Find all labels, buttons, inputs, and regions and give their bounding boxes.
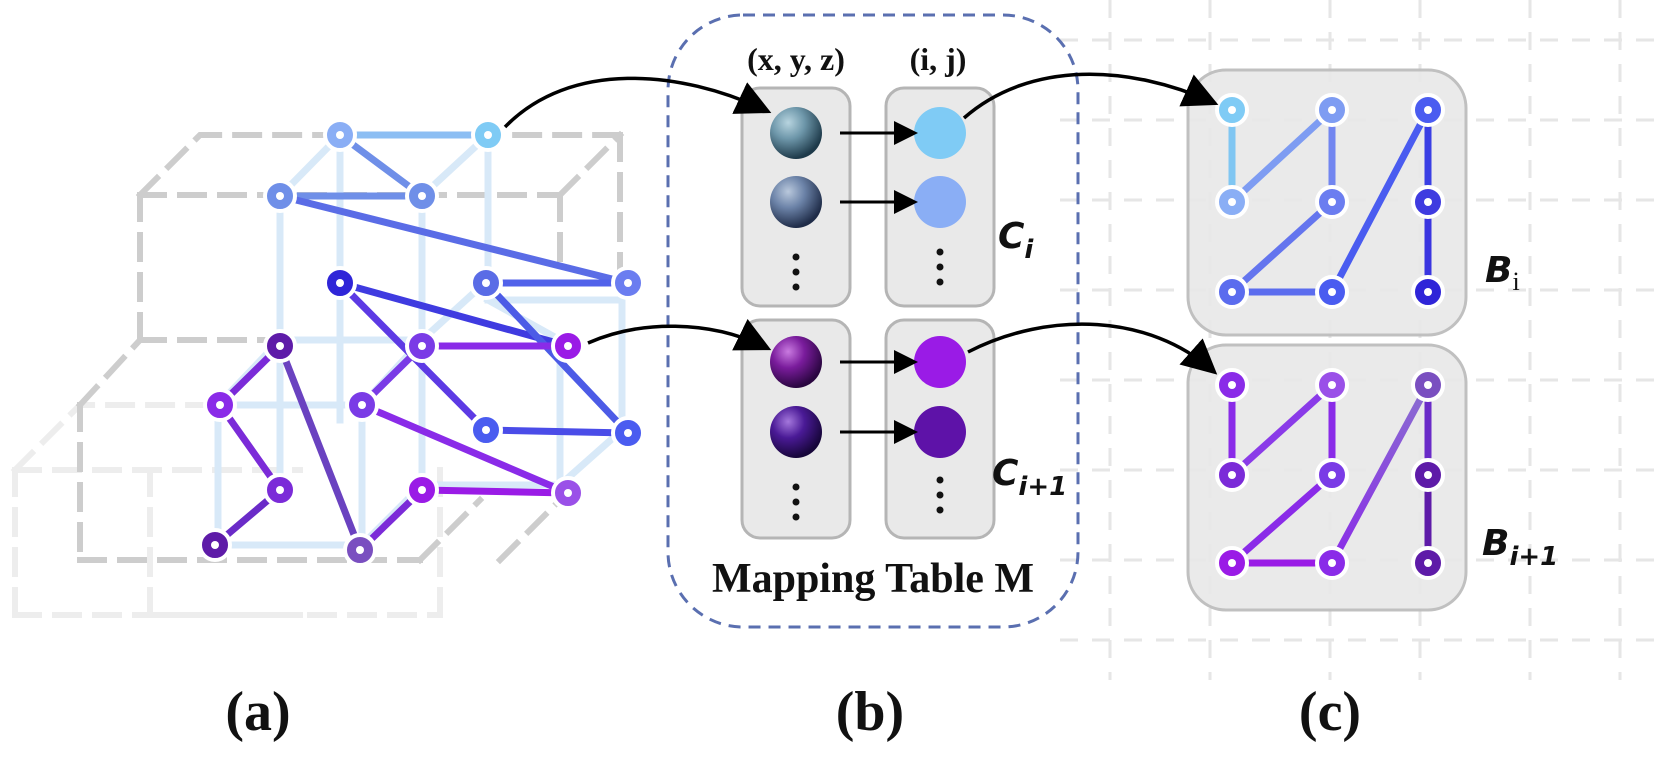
ellipsis-icon <box>792 483 800 521</box>
point-sphere <box>770 176 822 228</box>
pixel-dot <box>914 336 966 388</box>
arrow-icon <box>967 322 1218 375</box>
panel-c-node-centers <box>1228 106 1432 567</box>
block-label-upper: Bi <box>1485 250 1520 296</box>
arrow-icon <box>962 72 1219 120</box>
mapping-table-frame <box>666 13 1080 629</box>
arrow-icon <box>503 76 772 129</box>
ellipsis-icon <box>936 476 944 514</box>
panel-a-edges <box>211 131 632 554</box>
panel-caption-b: (b) <box>836 681 904 743</box>
column-header-ij: (i, j) <box>910 41 967 77</box>
arrow-icon <box>587 318 772 351</box>
column-header-xyz: (x, y, z) <box>747 41 845 77</box>
panel-caption-c: (c) <box>1299 681 1361 743</box>
mapping-table-title: Mapping Table M <box>712 556 1034 602</box>
pixel-dot <box>914 107 966 159</box>
point-sphere <box>770 336 822 388</box>
ellipsis-icon <box>792 253 800 291</box>
cluster-label-upper: Ci <box>998 216 1034 265</box>
point-sphere <box>770 406 822 458</box>
pixel-dot <box>914 176 966 228</box>
panel-caption-a: (a) <box>225 681 290 743</box>
cluster-label-lower: Ci+1 <box>992 453 1067 502</box>
ellipsis-icon <box>936 248 944 286</box>
panel-a-node-centers <box>211 131 632 554</box>
block-label-lower: Bi+1 <box>1482 523 1558 572</box>
pixel-dot <box>914 406 966 458</box>
point-sphere <box>770 107 822 159</box>
